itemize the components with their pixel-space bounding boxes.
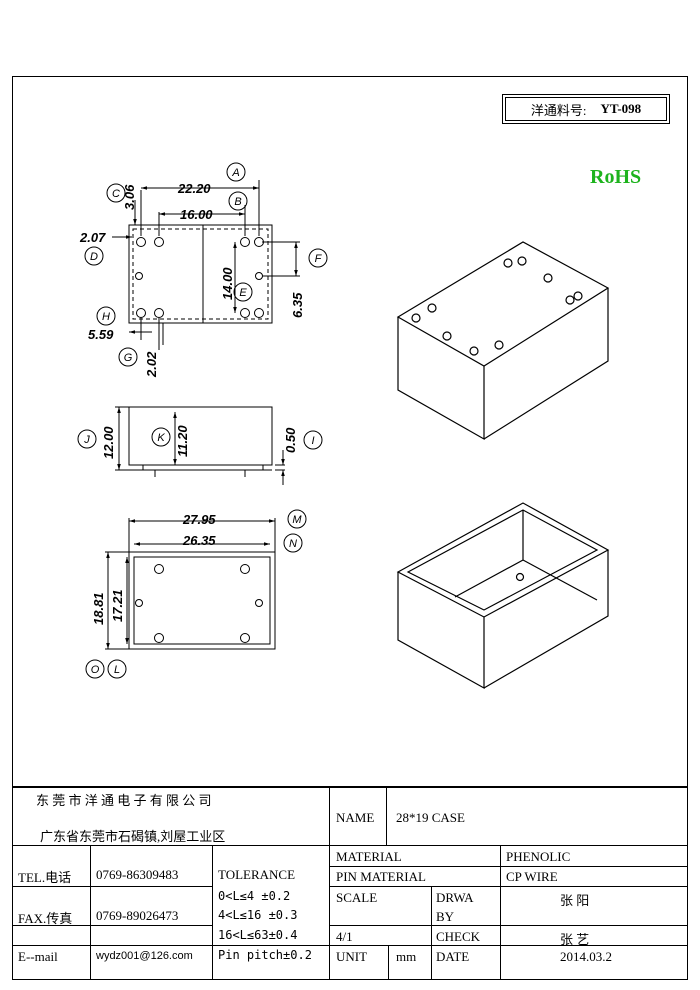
callout-J: J bbox=[83, 434, 90, 446]
dim-M-text: 27.95 bbox=[182, 512, 216, 527]
callout-E: E bbox=[239, 287, 247, 299]
tolerance-row-3: 16<L≤63±0.4 bbox=[218, 928, 298, 942]
callout-N: N bbox=[289, 538, 297, 550]
email-label: E--mail bbox=[18, 949, 58, 964]
callout-C: C bbox=[112, 188, 120, 200]
dim-A-text: 22.20 bbox=[177, 181, 211, 196]
callout-G: G bbox=[124, 352, 133, 364]
tolerance-label: TOLERANCE bbox=[218, 867, 296, 882]
dim-H-text: 5.59 bbox=[88, 327, 114, 342]
unit-value: mm bbox=[396, 949, 417, 964]
callout-O: O bbox=[91, 664, 100, 676]
date-label: DATE bbox=[436, 949, 470, 964]
drawn-by-value: 张 阳 bbox=[560, 893, 590, 908]
name-label: NAME bbox=[336, 810, 375, 825]
check-label: CHECK bbox=[436, 929, 481, 944]
company-name: 东 莞 市 洋 通 电 子 有 限 公 司 bbox=[36, 793, 212, 808]
date-value: 2014.03.2 bbox=[560, 949, 612, 964]
email-value: wydz001@126.com bbox=[96, 950, 193, 962]
by-label: BY bbox=[436, 909, 455, 924]
callout-M: M bbox=[292, 514, 302, 526]
dim-I-text: 0.50 bbox=[283, 427, 298, 453]
callout-L: L bbox=[114, 664, 120, 676]
part-number-label: 洋通料号: bbox=[530, 102, 587, 118]
tolerance-row-1: 0<L≤4 ±0.2 bbox=[218, 889, 291, 903]
dim-N-text: 26.35 bbox=[182, 533, 216, 548]
material-value: PHENOLIC bbox=[506, 849, 571, 864]
pin-material-value: CP WIRE bbox=[506, 869, 558, 884]
checked-by-value: 张 艺 bbox=[560, 932, 590, 947]
side-view bbox=[115, 406, 285, 485]
callout-circles bbox=[77, 162, 328, 679]
fax-value: 0769-89026473 bbox=[96, 908, 179, 923]
drawing-frame bbox=[12, 76, 688, 980]
top-view bbox=[112, 180, 300, 350]
tel-label: TEL.电话 bbox=[18, 870, 72, 885]
part-number-value: YT-098 bbox=[600, 101, 642, 116]
tolerance-row-2: 4<L≤16 ±0.3 bbox=[218, 908, 298, 922]
dim-L-text: 17.21 bbox=[110, 589, 125, 622]
dim-C-text: 3.06 bbox=[122, 184, 137, 210]
pin-material-label: PIN MATERIAL bbox=[336, 869, 426, 884]
callout-A: A bbox=[231, 167, 239, 179]
iso-view-closed bbox=[396, 241, 610, 441]
material-label: MATERIAL bbox=[336, 849, 402, 864]
callout-B: B bbox=[234, 196, 241, 208]
callout-F: F bbox=[315, 253, 323, 265]
tel-value: 0769-86309483 bbox=[96, 867, 179, 882]
dim-B-text: 16.00 bbox=[180, 207, 213, 222]
tolerance-row-4: Pin pitch±0.2 bbox=[218, 948, 312, 962]
scale-value: 4/1 bbox=[336, 929, 353, 944]
dim-F-text: 6.35 bbox=[290, 292, 305, 318]
rohs-mark: RoHS bbox=[590, 166, 642, 188]
part-number-box: 洋通料号: YT-098 bbox=[502, 94, 670, 124]
callout-I: I bbox=[311, 435, 314, 447]
bottom-view bbox=[105, 518, 276, 650]
iso-view-open bbox=[396, 502, 610, 690]
callout-H: H bbox=[102, 311, 110, 323]
dim-O-text: 18.81 bbox=[91, 592, 106, 625]
unit-label: UNIT bbox=[336, 949, 368, 964]
callout-K: K bbox=[157, 432, 165, 444]
company-address: 广东省东莞市石碣镇,刘屋工业区 bbox=[40, 829, 226, 844]
fax-label: FAX.传真 bbox=[18, 911, 73, 926]
dim-D-text: 2.07 bbox=[79, 230, 106, 245]
name-value: 28*19 CASE bbox=[396, 810, 465, 825]
dim-J-text: 12.00 bbox=[101, 426, 116, 459]
dim-E-text: 14.00 bbox=[220, 267, 235, 300]
dim-G-text: 2.02 bbox=[144, 351, 159, 378]
dim-K-text: 11.20 bbox=[175, 425, 190, 457]
callout-D: D bbox=[90, 251, 98, 263]
drwa-label: DRWA bbox=[436, 890, 474, 905]
scale-label: SCALE bbox=[336, 890, 378, 905]
